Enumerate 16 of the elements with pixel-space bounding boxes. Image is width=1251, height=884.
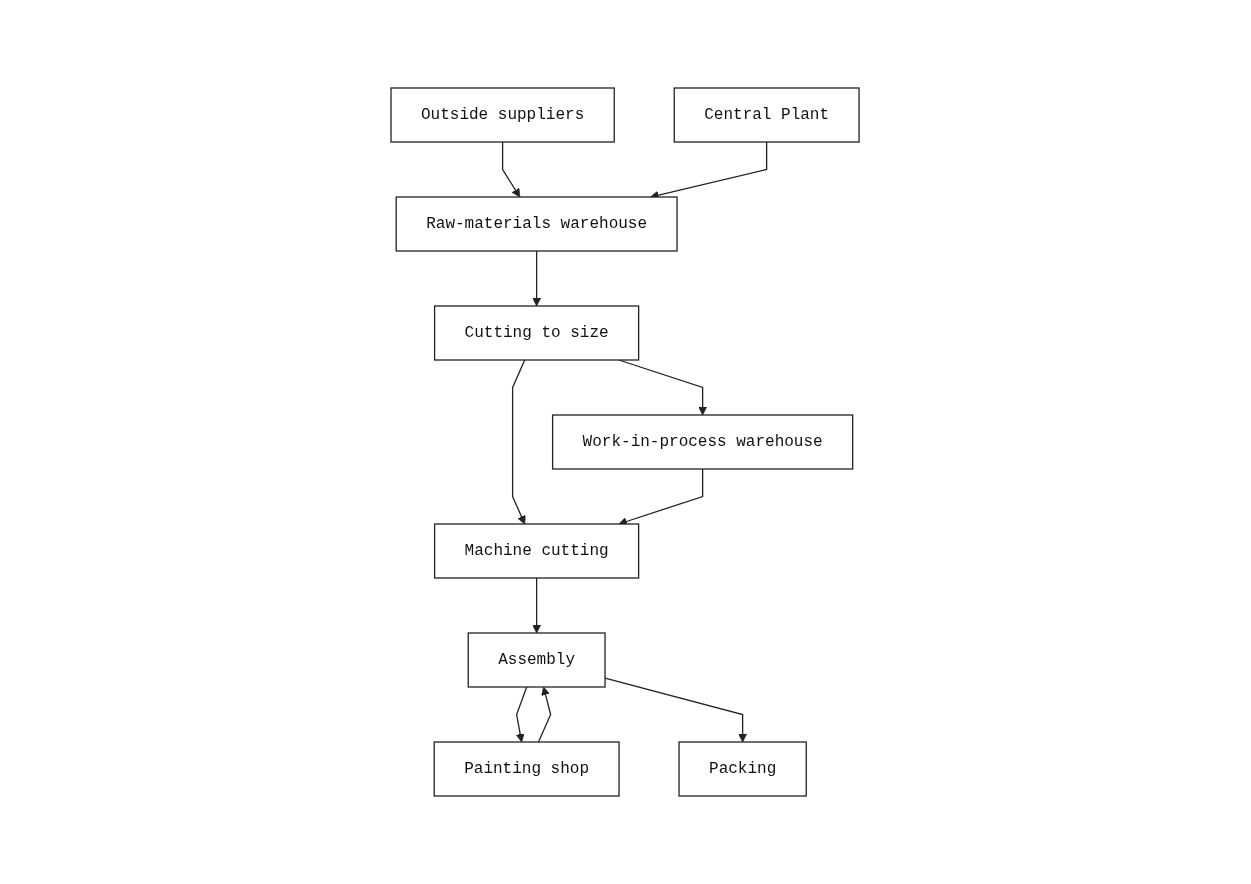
node-box: Machine cutting (434, 523, 640, 579)
arrow (516, 686, 528, 743)
arrow (618, 468, 704, 526)
arrow (538, 686, 552, 743)
arrow (532, 577, 542, 634)
arrow (512, 359, 527, 525)
node-box: Raw-materials warehouse (396, 196, 679, 252)
node-box: Cutting to size (434, 305, 640, 361)
node-box: Work-in-process warehouse (552, 414, 854, 470)
node-box: Assembly (468, 632, 607, 688)
arrow (502, 141, 521, 198)
node-box: Outside suppliers (390, 87, 616, 143)
node-box: Packing (678, 741, 808, 797)
node-box: Central Plant (674, 87, 861, 143)
node-box: Painting shop (434, 741, 621, 797)
arrow (532, 250, 542, 307)
